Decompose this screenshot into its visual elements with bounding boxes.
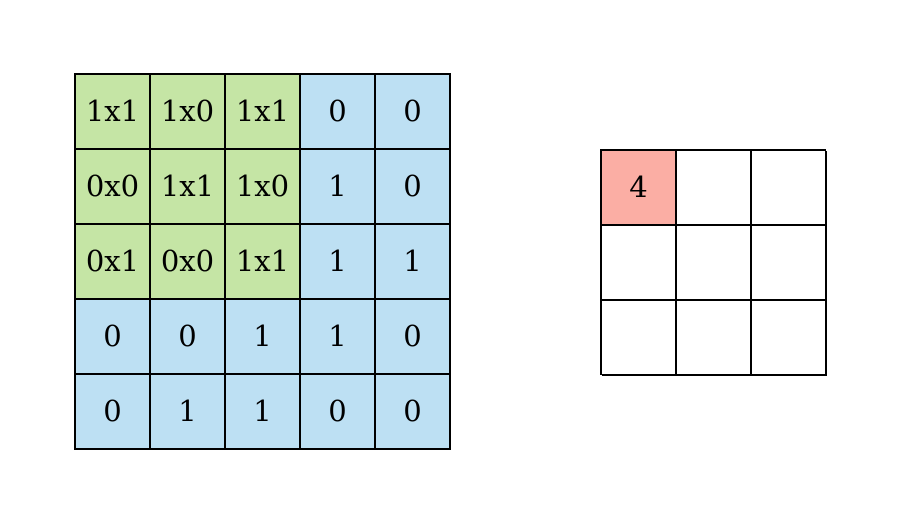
input-cell-r1-c2: 1x0 [226, 150, 301, 225]
input-cell-r4-c2: 1 [226, 375, 301, 450]
input-cell-r1-c3: 1 [301, 150, 376, 225]
input-cell-r4-c1: 1 [151, 375, 226, 450]
output-cell-r1-c2 [752, 226, 827, 301]
input-cell-r0-c2: 1x1 [226, 75, 301, 150]
input-cell-r3-c4: 0 [376, 300, 451, 375]
output-feature-map-grid: 4 [600, 149, 827, 376]
input-cell-r1-c4: 0 [376, 150, 451, 225]
input-cell-r1-c1: 1x1 [151, 150, 226, 225]
input-cell-r0-c4: 0 [376, 75, 451, 150]
input-cell-r0-c3: 0 [301, 75, 376, 150]
input-cell-r4-c3: 0 [301, 375, 376, 450]
output-cell-r1-c1 [677, 226, 752, 301]
input-cell-r1-c0: 0x0 [76, 150, 151, 225]
input-cell-r3-c2: 1 [226, 300, 301, 375]
input-cell-r3-c1: 0 [151, 300, 226, 375]
input-cell-r3-c3: 1 [301, 300, 376, 375]
output-cell-r2-c0 [602, 301, 677, 376]
input-cell-r2-c4: 1 [376, 225, 451, 300]
input-cell-r2-c2: 1x1 [226, 225, 301, 300]
input-cell-r4-c0: 0 [76, 375, 151, 450]
input-cell-r0-c0: 1x1 [76, 75, 151, 150]
input-cell-r3-c0: 0 [76, 300, 151, 375]
output-cell-r0-c0: 4 [602, 151, 677, 226]
input-cell-r4-c4: 0 [376, 375, 451, 450]
input-cell-r0-c1: 1x0 [151, 75, 226, 150]
input-cell-r2-c1: 0x0 [151, 225, 226, 300]
input-cell-r2-c0: 0x1 [76, 225, 151, 300]
output-cell-r2-c2 [752, 301, 827, 376]
output-cell-r0-c1 [677, 151, 752, 226]
output-cell-r1-c0 [602, 226, 677, 301]
output-cell-r2-c1 [677, 301, 752, 376]
output-cell-r0-c2 [752, 151, 827, 226]
input-cell-r2-c3: 1 [301, 225, 376, 300]
